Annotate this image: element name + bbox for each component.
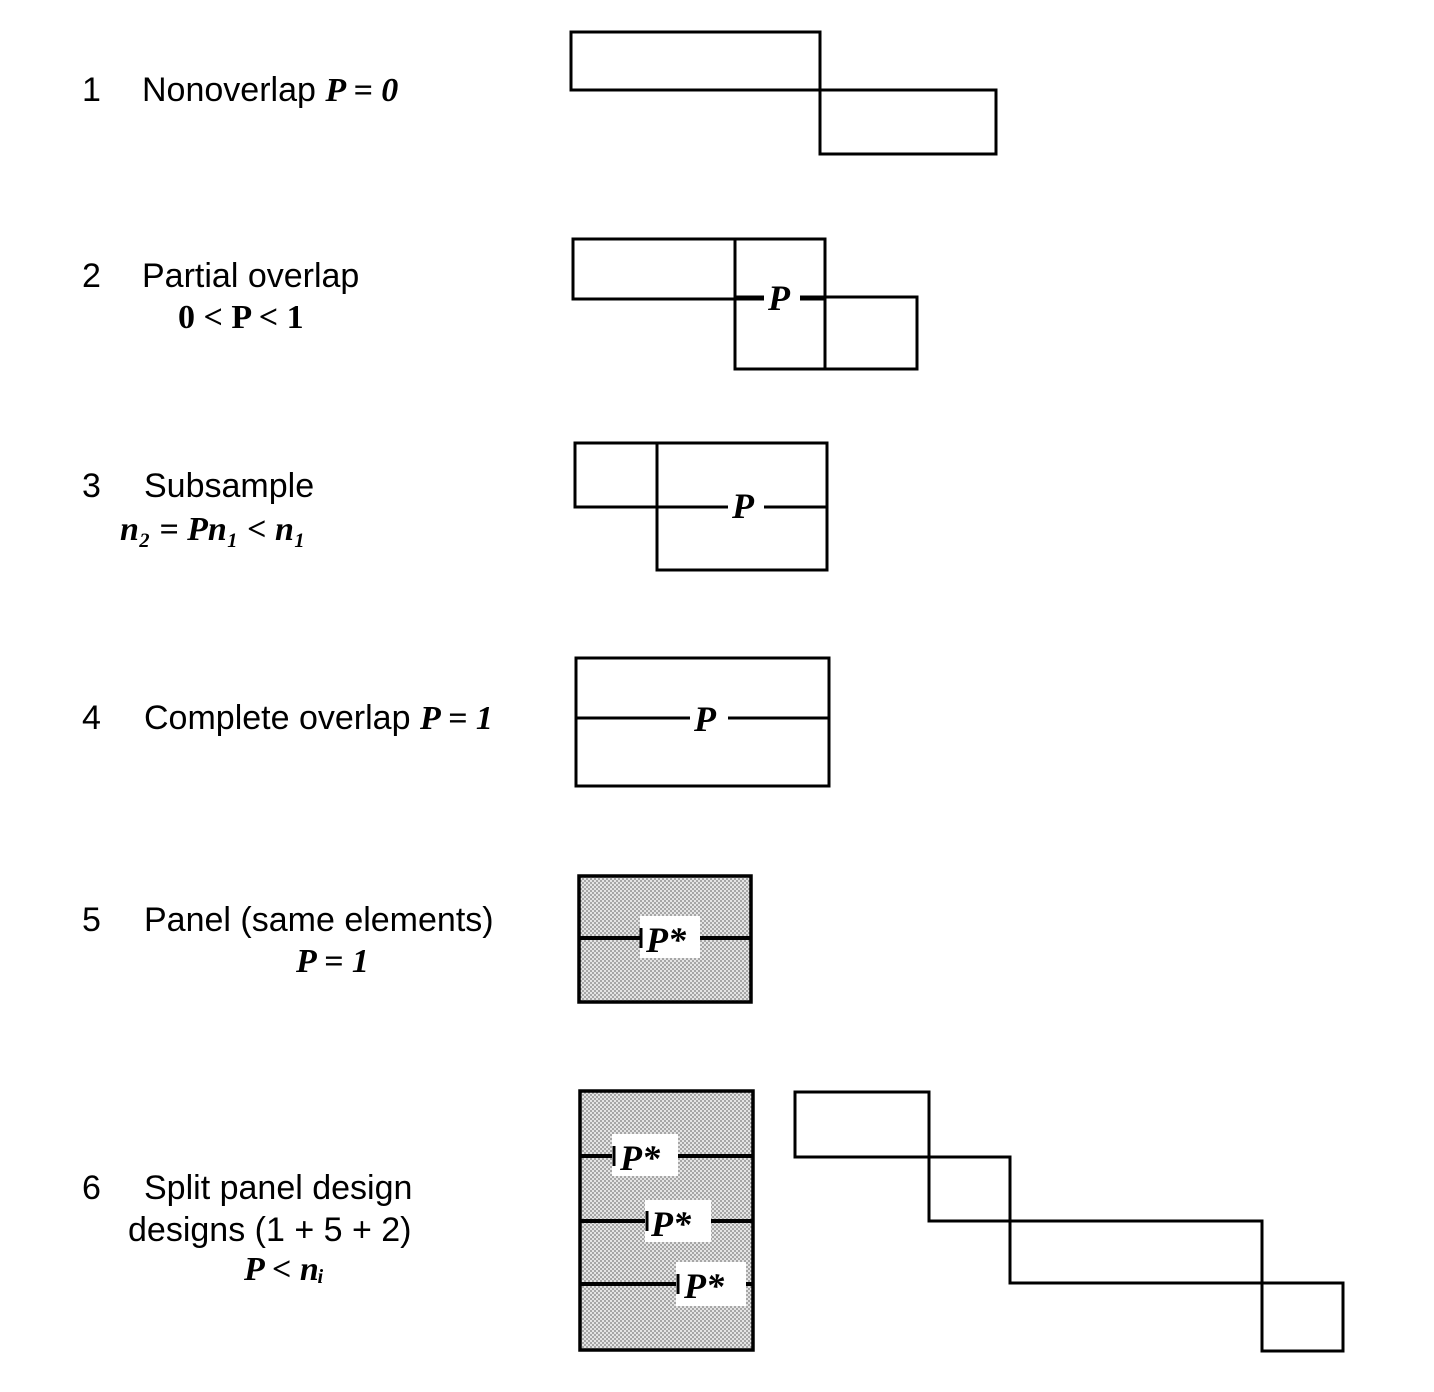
sample-2-box — [818, 88, 998, 156]
subsample-p-label: P — [731, 486, 755, 526]
split-p-star-label-3: P* — [683, 1266, 725, 1306]
row-5-title: Panel (same elements) — [144, 901, 494, 939]
p-star-bg — [640, 916, 700, 958]
p-star-bg — [645, 1200, 711, 1242]
row-1-number: 1 — [82, 71, 101, 109]
diagram-complete-overlap: P — [574, 656, 831, 788]
row-4-title-text: Complete overlap — [144, 699, 411, 737]
staircase-box-4 — [1260, 1281, 1345, 1353]
diagram-nonoverlap — [569, 30, 998, 156]
p-label-bg — [728, 488, 764, 524]
row-3-number: 3 — [82, 467, 101, 505]
row-6-number: 6 — [82, 1169, 101, 1207]
diagram-panel: P* — [577, 874, 753, 1004]
row-4-title: Complete overlap P = 1 — [144, 698, 493, 739]
diagram-subsample: P — [573, 441, 829, 572]
sample-1-box — [569, 30, 822, 92]
row-5-sub: P = 1 — [296, 943, 369, 980]
p-label-bg — [764, 280, 800, 316]
p-star-bg — [612, 1134, 678, 1176]
row-1-title: Nonoverlap P = 0 — [142, 70, 398, 111]
sample-1-box — [573, 441, 829, 509]
row-2-title: Partial overlap — [142, 257, 360, 295]
panel-p-star-label: P* — [645, 920, 687, 960]
staircase-box-2 — [927, 1155, 1012, 1223]
row-4-formula: P = 1 — [419, 700, 493, 737]
p-label-bg — [690, 700, 728, 736]
row-3-title: Subsample — [144, 467, 315, 505]
diagram-split-panel: P* P* P* — [578, 1089, 1345, 1353]
row-3-sub: n₂ = Pn₁ < n₁ — [120, 511, 306, 548]
split-p-star-label-1: P* — [619, 1138, 661, 1178]
row-1-formula: P = 0 — [325, 72, 399, 109]
complete-p-label: P — [693, 699, 717, 739]
row-1-title-text: Nonoverlap — [142, 71, 316, 109]
sample-2-box — [733, 295, 919, 371]
row-2-sub: 0 < P < 1 — [178, 299, 304, 336]
row-5-number: 5 — [82, 901, 101, 939]
row-2-number: 2 — [82, 257, 101, 295]
staircase-box-3 — [1008, 1219, 1264, 1285]
subsample-box — [655, 441, 829, 572]
row-6-sub2: P < nᵢ — [244, 1251, 325, 1288]
p-star-bg — [676, 1262, 746, 1306]
row-6-title: Split panel design — [144, 1169, 413, 1207]
overlap-p-label: P — [767, 278, 791, 318]
diagram-partial-overlap: P — [571, 237, 919, 371]
split-p-star-label-2: P* — [650, 1204, 692, 1244]
staircase-box-1 — [793, 1090, 931, 1159]
row-4-number: 4 — [82, 699, 101, 737]
samples-box — [574, 656, 831, 788]
row-6-sub: designs (1 + 5 + 2) — [128, 1211, 412, 1249]
